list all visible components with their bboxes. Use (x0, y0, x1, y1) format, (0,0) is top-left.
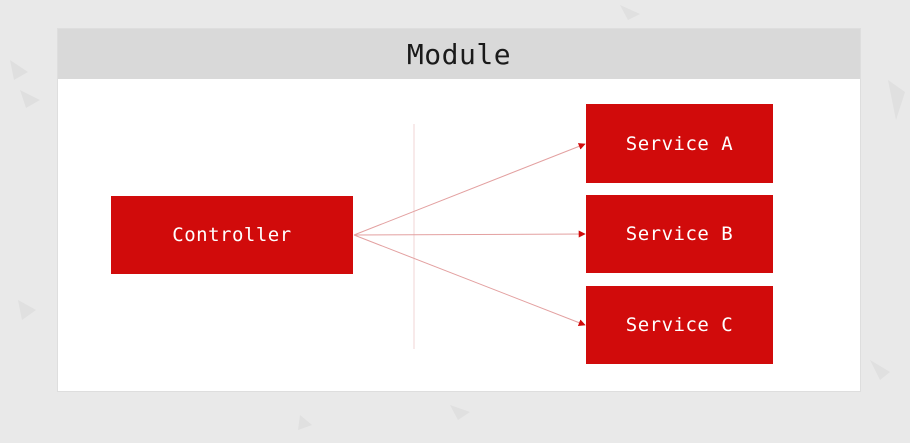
service-b-label: Service B (625, 223, 734, 245)
controller-label: Controller (172, 224, 292, 246)
service-a-node: Service A (586, 104, 773, 183)
module-container: Module Controller Service A Service B Se… (58, 29, 860, 391)
service-c-label: Service C (625, 314, 734, 336)
service-c-node: Service C (586, 286, 773, 364)
edge-controller-to-service-c (353, 234, 586, 326)
module-title: Module (406, 37, 512, 71)
controller-node: Controller (111, 196, 353, 274)
service-b-node: Service B (586, 195, 773, 273)
edge-controller-to-service-b (353, 230, 586, 238)
module-header: Module (58, 29, 860, 79)
edge-controller-to-service-a (353, 143, 586, 236)
service-a-label: Service A (625, 132, 734, 155)
